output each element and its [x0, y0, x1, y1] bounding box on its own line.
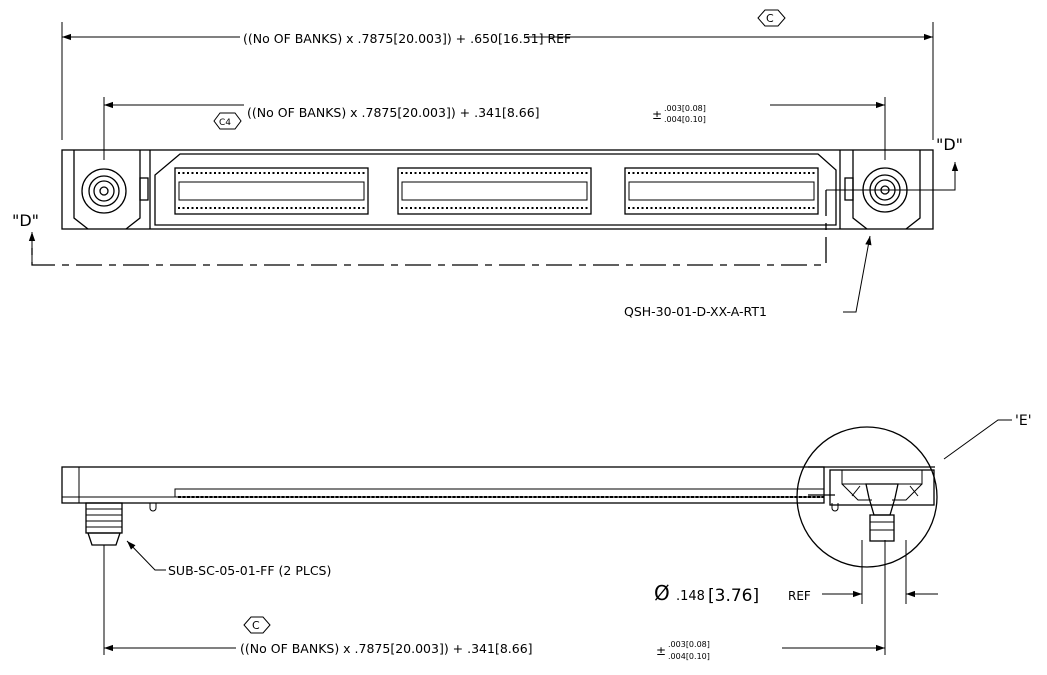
svg-text:C4: C4 [219, 118, 231, 128]
standoff-label: SUB-SC-05-01-FF (2 PLCS) [168, 563, 331, 578]
bottom-dimension: C ((No OF BANKS) x .7875[20.003]) + .341… [104, 540, 886, 661]
detail-e-contents [808, 466, 935, 542]
mounting-tol-upper: .003[0.08] [664, 104, 706, 113]
left-end-block [73, 150, 151, 230]
bottom-tol-lower: .004[0.10] [668, 652, 710, 661]
bank-3 [624, 167, 819, 215]
diameter-symbol: Ø [654, 581, 670, 605]
part-number-label: QSH-30-01-D-XX-A-RT1 [624, 304, 767, 319]
bank-2 [397, 167, 592, 215]
connector-top-view [61, 149, 934, 230]
mounting-dimension: C4 ((No OF BANKS) x .7875[20.003]) + .34… [103, 97, 886, 160]
diameter-metric: [3.76] [708, 586, 759, 606]
bottom-dimension-text: ((No OF BANKS) x .7875[20.003]) + .341[8… [240, 641, 533, 656]
mounting-dimension-text: ((No OF BANKS) x .7875[20.003]) + .341[8… [247, 105, 540, 120]
view-d-right-label: "D" [936, 135, 963, 154]
mounting-dimension-tag: C4 [213, 112, 242, 130]
detail-e: 'E' [796, 413, 1032, 568]
section-cut-line: "D" "D" [12, 135, 963, 266]
part-number-callout: QSH-30-01-D-XX-A-RT1 [624, 235, 872, 319]
standoff-left [85, 502, 123, 546]
standoff-callout: SUB-SC-05-01-FF (2 PLCS) [126, 540, 331, 578]
svg-text:C: C [252, 619, 260, 632]
mounting-tol-lower: .004[0.10] [664, 115, 706, 124]
overall-dimension-text: ((No OF BANKS) x .7875[20.003]) + .650[1… [243, 31, 571, 46]
diameter-callout: Ø .148 [3.76] REF [654, 540, 938, 606]
bank-1 [174, 167, 369, 215]
diameter-value: .148 [676, 589, 705, 604]
overall-dimension-tag: C [757, 9, 786, 27]
view-d-left-label: "D" [12, 211, 39, 230]
connector-side-view [61, 466, 825, 655]
bottom-tol-sign: ± [656, 644, 666, 658]
bottom-dimension-tag: C [243, 616, 271, 634]
mounting-tol-sign: ± [652, 108, 662, 122]
bottom-tol-upper: .003[0.08] [668, 640, 710, 649]
diameter-ref: REF [788, 589, 811, 603]
svg-text:C: C [766, 12, 774, 25]
detail-e-label: 'E' [1015, 413, 1032, 429]
overall-dimension: ((No OF BANKS) x .7875[20.003]) + .650[1… [61, 9, 934, 140]
